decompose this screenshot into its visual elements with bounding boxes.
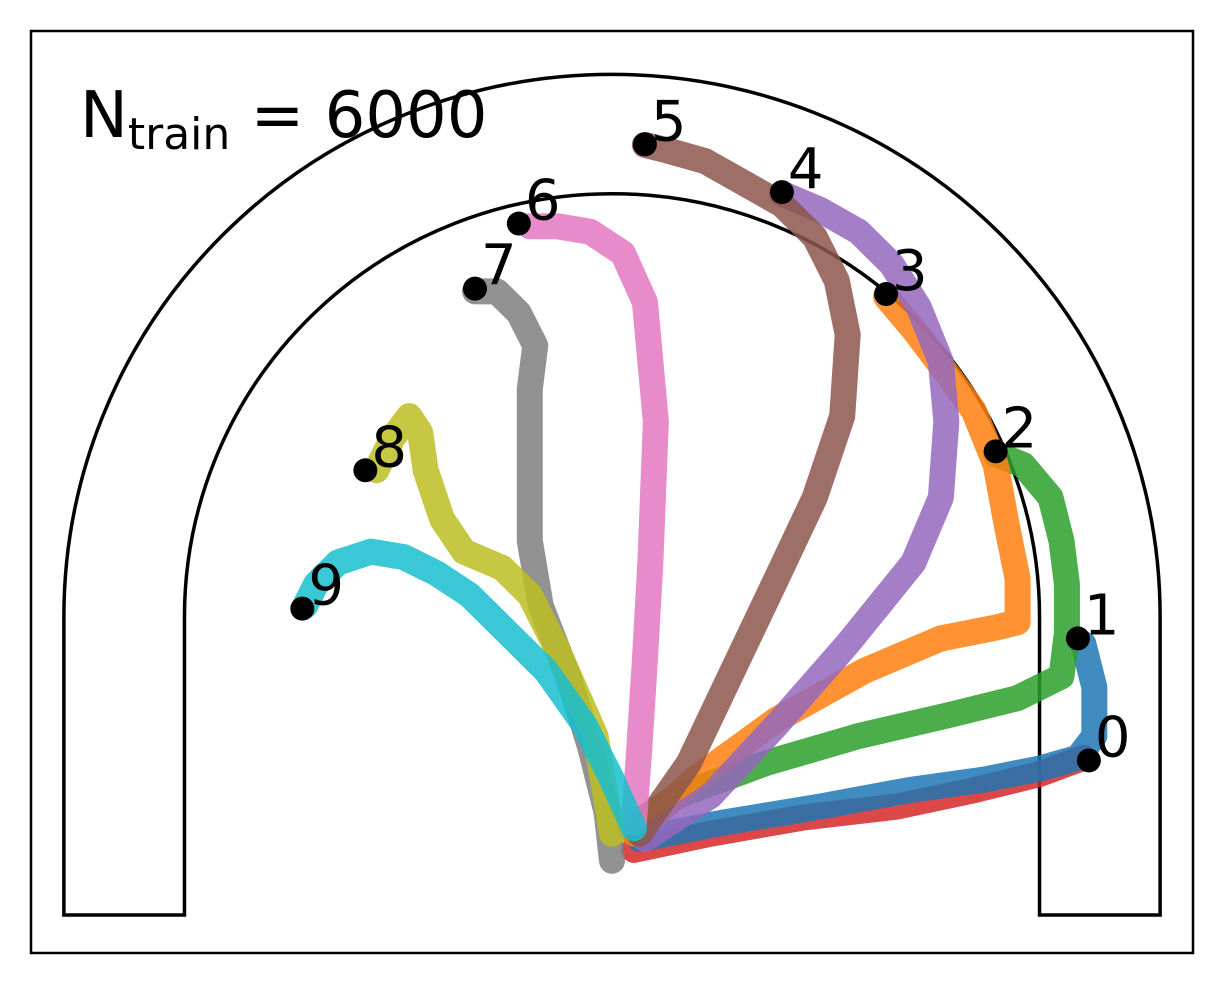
ntrain-annotation: Ntrain = 6000: [80, 79, 487, 160]
label-3: 3: [892, 239, 928, 304]
endpoint-5: [632, 132, 657, 157]
label-1: 1: [1084, 583, 1120, 648]
label-6: 6: [525, 169, 561, 234]
endpoint-3: [874, 282, 899, 307]
trajectory-9: [292, 538, 647, 842]
trajectory-5: [626, 131, 861, 847]
endpoint-6: [506, 211, 531, 236]
label-4: 4: [788, 137, 824, 202]
endpoint-0: [1076, 748, 1101, 773]
trajectory-2: [615, 441, 1080, 842]
endpoints: 0 1 2 3 4 5 67 8 9: [290, 89, 1131, 773]
endpoint-4: [769, 180, 794, 205]
trajectory-6: [516, 213, 669, 836]
trajectory-4: [631, 180, 960, 853]
label-2: 2: [1002, 396, 1038, 461]
endpoint-8: [353, 458, 378, 483]
label-9: 9: [308, 554, 344, 619]
label-5: 5: [651, 89, 687, 154]
endpoint-2: [983, 439, 1008, 464]
trajectory-1: [626, 630, 1108, 853]
label-7: 7: [481, 234, 517, 299]
trajectory-8: [363, 403, 625, 847]
endpoint-7: [462, 276, 487, 301]
trajectories: [292, 131, 1108, 874]
label-0: 0: [1095, 705, 1131, 770]
label-8: 8: [371, 415, 407, 480]
endpoint-1: [1065, 626, 1090, 651]
endpoint-9: [290, 596, 315, 621]
